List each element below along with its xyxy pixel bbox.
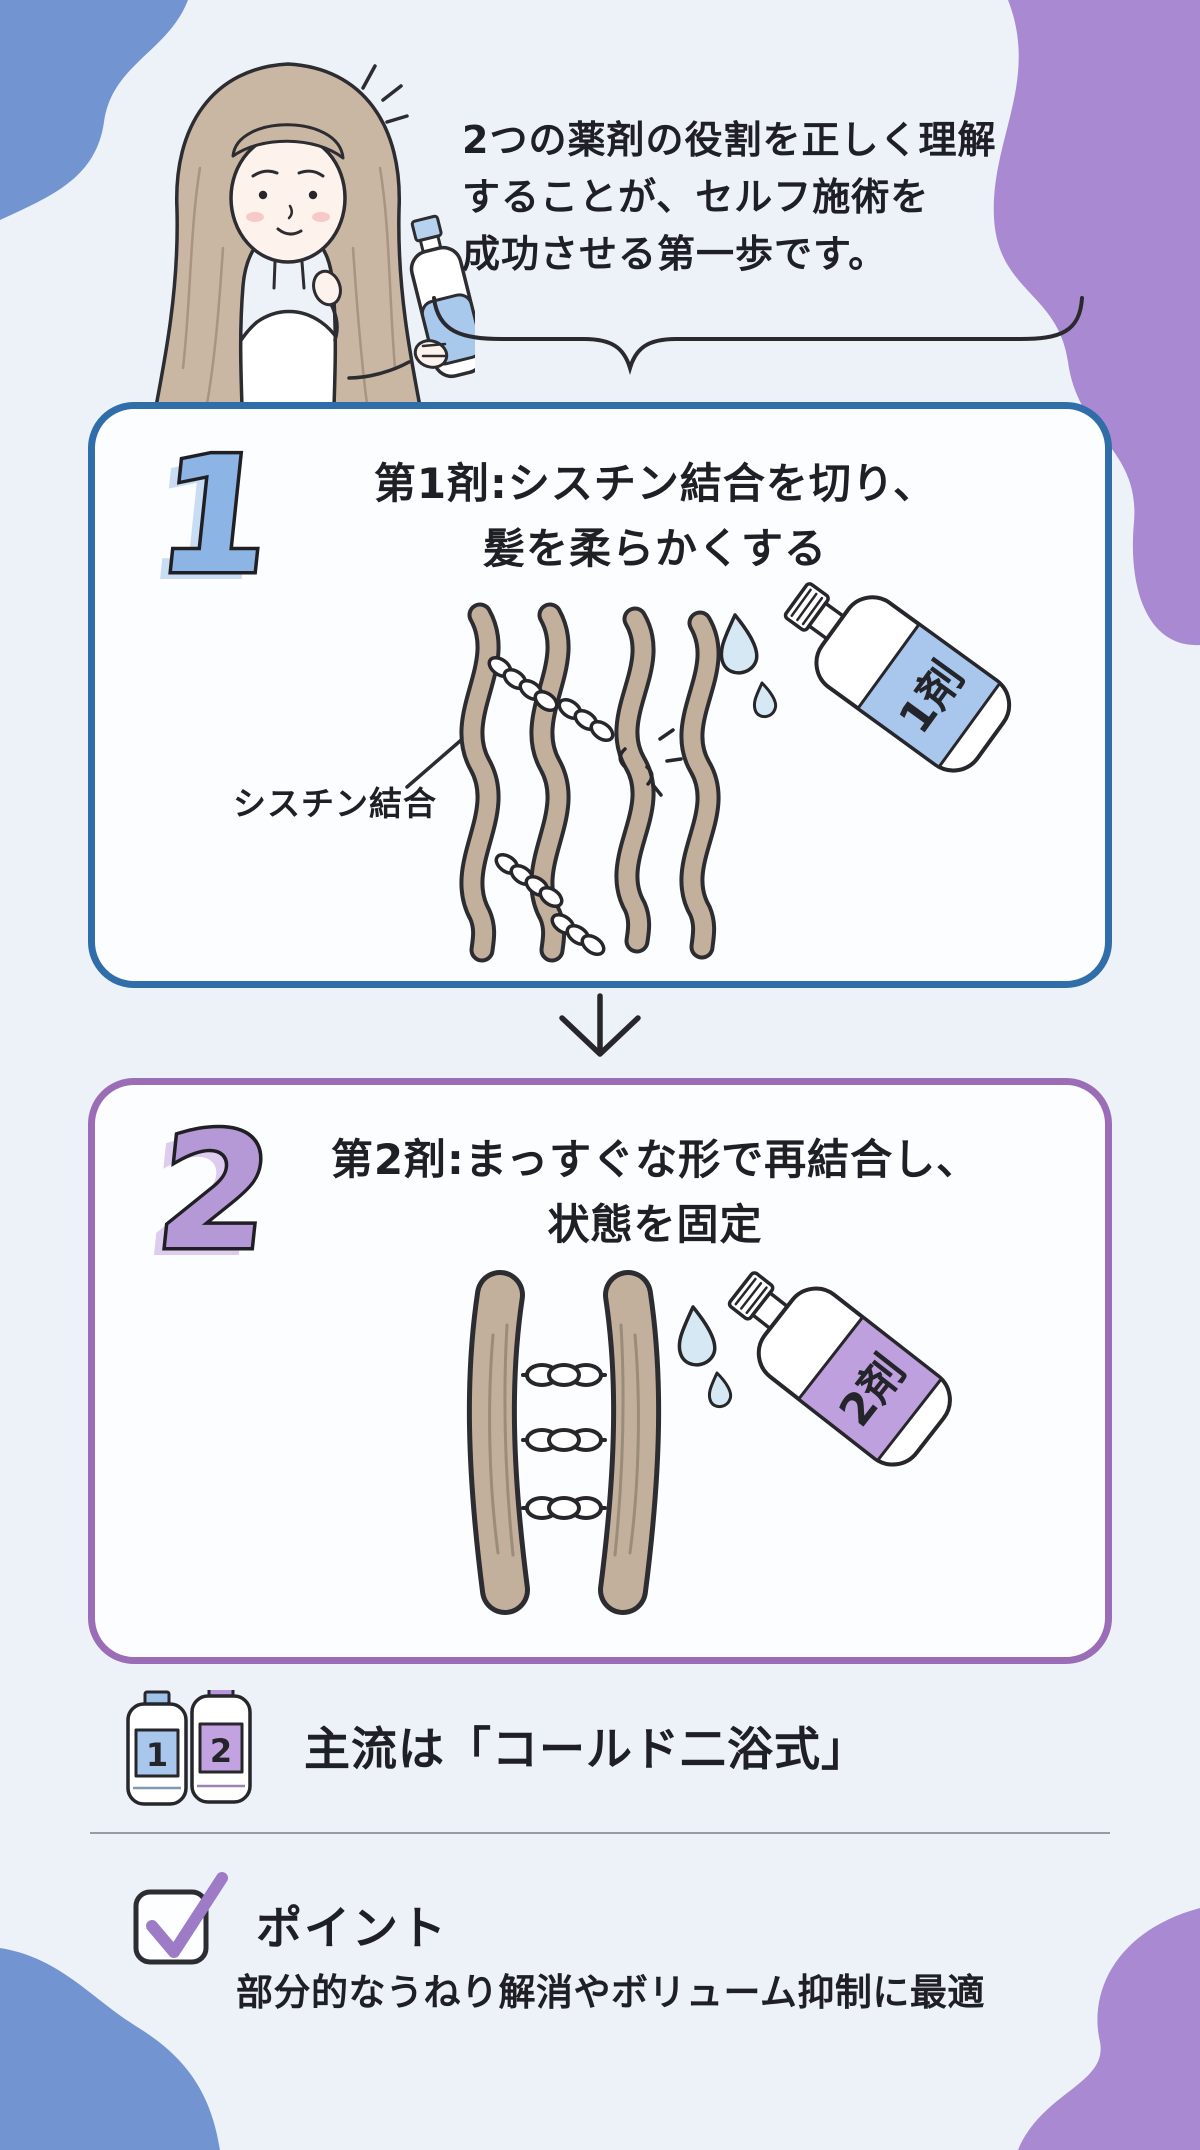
- speech-line-1: 2つの薬剤の役割を正しく理解: [462, 118, 997, 162]
- two-bottles-icon: 1 2: [126, 1690, 252, 1806]
- numeral-1: 1 1: [141, 431, 271, 601]
- step2-title: 第2剤:まっすぐな形で再結合し、 状態を固定: [245, 1127, 1065, 1257]
- step2-title-line1: 第2剤:まっすぐな形で再結合し、: [330, 1135, 980, 1184]
- speech-line-3: 成功させる第一歩です。: [462, 232, 888, 276]
- blob-top-left: [0, 0, 188, 220]
- speech-brace: [432, 296, 1084, 375]
- mainstream-row: 1 2 主流は「コールド二浴式」: [120, 1690, 868, 1808]
- point-description: 部分的なうねり解消やボリューム抑制に最適: [236, 1971, 985, 2014]
- step1-title-line2: 髪を柔らかくする: [482, 524, 827, 574]
- bottle-1-icon: 1剤: [783, 582, 1012, 773]
- blob-bottom-right: [1018, 1908, 1200, 2150]
- speech-line-2: することが、セルフ施術を: [462, 175, 930, 219]
- speech-text: 2つの薬剤の役割を正しく理解 することが、セルフ施術を 成功させる第一歩です。: [462, 112, 1082, 283]
- wavy-hair-illustration: 1剤: [405, 582, 1012, 963]
- water-drop-icon: [719, 613, 759, 675]
- water-drop-icon: [677, 1305, 717, 1367]
- blob-top-right: [993, 0, 1200, 646]
- down-arrow-icon: [559, 993, 641, 1057]
- bottle-2-icon: 2剤: [727, 1271, 952, 1467]
- point-row: ポイント: [126, 1862, 448, 1974]
- step2-box: 2 2 第2剤:まっすぐな形で再結合し、 状態を固定: [88, 1078, 1112, 1664]
- blob-bottom-left: [0, 1948, 220, 2150]
- straight-hair-illustration: 2剤: [466, 1270, 952, 1615]
- numeral-1-text: 1: [149, 431, 271, 601]
- step1-title: 第1剤:シスチン結合を切り、 髪を柔らかくする: [245, 451, 1065, 581]
- divider: [90, 1832, 1110, 1834]
- bottle-2-number: 2: [210, 1732, 232, 1770]
- step1-box: 1 1 第1剤:シスチン結合を切り、 髪を柔らかくする: [88, 402, 1112, 988]
- bottle-1-number: 1: [146, 1736, 168, 1774]
- numeral-2: 2 2: [141, 1107, 271, 1277]
- mainstream-text: 主流は「コールド二浴式」: [304, 1722, 868, 1776]
- numeral-2-text: 2: [149, 1107, 271, 1277]
- svg-text:1: 1: [141, 431, 268, 601]
- step1-title-line1: 第1剤:シスチン結合を切り、: [373, 459, 937, 508]
- checkbox-icon: [133, 1872, 228, 1965]
- cystine-bond-label: シスチン結合: [233, 784, 437, 823]
- svg-text:2: 2: [141, 1107, 268, 1277]
- point-heading: ポイント: [256, 1901, 448, 1955]
- step2-title-line2: 状態を固定: [547, 1200, 763, 1250]
